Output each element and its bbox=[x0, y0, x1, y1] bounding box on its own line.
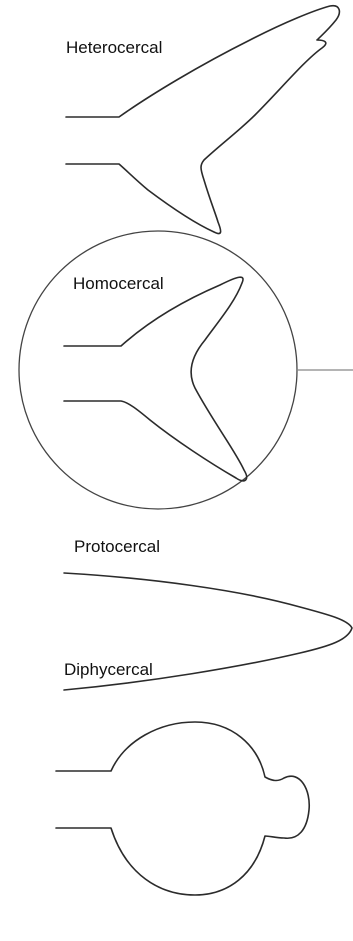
heterocercal-label: Heterocercal bbox=[66, 39, 162, 56]
protocercal-label: Protocercal bbox=[74, 538, 160, 555]
diphycercal-label: Diphycercal bbox=[64, 661, 153, 678]
homocercal-label: Homocercal bbox=[73, 275, 164, 292]
homocercal-callout bbox=[19, 231, 353, 509]
diphycercal-tail-icon bbox=[56, 722, 309, 895]
homocercal-tail-icon bbox=[64, 277, 247, 481]
